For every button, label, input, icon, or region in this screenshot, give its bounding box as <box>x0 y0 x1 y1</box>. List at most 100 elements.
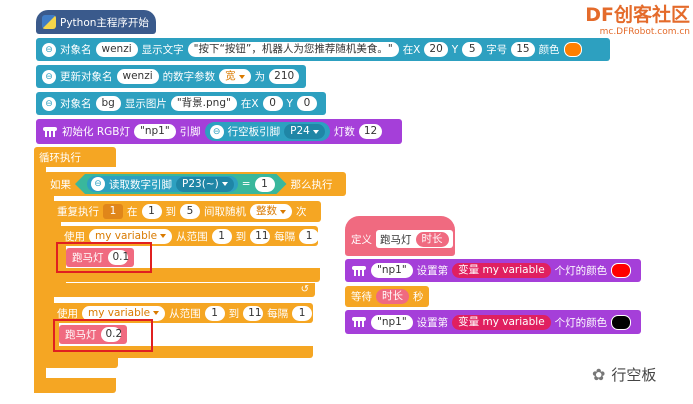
label: 字号 <box>486 44 508 56</box>
range-from-input[interactable]: 1 <box>204 305 225 321</box>
teal-circle-icon: ⊖ <box>209 124 224 139</box>
rgb-object-input[interactable]: "np1" <box>371 314 413 330</box>
label: 更新对象名 <box>60 71 113 83</box>
condition-block[interactable]: ⊖ 读取数字引脚 P23(~) = 1 <box>75 174 287 194</box>
label: 从范围 <box>176 230 208 243</box>
for-range-block-1[interactable]: 使用 my variable 从范围 1 到 11 每隔 1 <box>58 226 320 246</box>
param-pill[interactable]: 时长 <box>376 289 409 304</box>
duration-input[interactable]: 0.1 <box>107 250 129 265</box>
chevron-down-icon <box>222 182 228 186</box>
loop-block-header[interactable]: 循环执行 <box>34 147 116 167</box>
init-rgb-block[interactable]: 初始化 RGB灯 "np1" 引脚 ⊖ 行空板引脚 P24 灯数 12 <box>36 119 402 144</box>
rgb-led-icon <box>352 317 366 327</box>
label: 使用 <box>57 307 78 320</box>
highlight-box-2 <box>53 319 153 352</box>
label: 间取随机 <box>204 206 246 218</box>
loop-block-arm <box>34 165 46 393</box>
duration-input[interactable]: 0.2 <box>100 327 122 342</box>
object-name-input[interactable]: wenzi <box>116 69 159 84</box>
label: 到 <box>165 206 177 218</box>
led-count-input[interactable]: 12 <box>358 124 383 139</box>
label: 在X <box>402 44 421 56</box>
range-to-input[interactable]: 11 <box>243 305 264 321</box>
wechat-watermark: ✿ 行空板 <box>592 362 688 386</box>
label: 到 <box>228 307 240 320</box>
range-to-input[interactable]: 11 <box>250 228 271 244</box>
label: 跑马灯 <box>380 233 412 246</box>
call-marquee-block-1[interactable]: 跑马灯 0.1 <box>66 248 134 267</box>
color-swatch[interactable] <box>611 314 632 330</box>
label: 对象名 <box>60 98 92 110</box>
wait-block[interactable]: 等待 时长 秒 <box>345 286 429 307</box>
x-input[interactable]: 0 <box>262 96 283 111</box>
hat-label: Python主程序开始 <box>60 16 149 29</box>
color-swatch[interactable] <box>563 42 582 57</box>
label: 跑马灯 <box>72 252 104 264</box>
set-led-color-block-1[interactable]: "np1" 设置第 变量 my variable 个灯的颜色 <box>345 259 641 282</box>
brand-watermark: DF创客社区 mc.DFRobot.com.cn <box>572 4 690 40</box>
show-text-block[interactable]: ⊖ 对象名 wenzi 显示文字 "按下“按钮”，机器人为您推荐随机美食。" 在… <box>36 38 610 61</box>
range-from-input[interactable]: 1 <box>211 228 232 244</box>
label: 重复执行 <box>57 206 99 218</box>
variable-dropdown[interactable]: my variable <box>89 228 173 244</box>
number-type-dropdown[interactable]: 整数 <box>250 204 292 219</box>
font-size-input[interactable]: 15 <box>511 42 535 57</box>
range-step-input[interactable]: 1 <box>292 305 313 321</box>
repeat-count-input[interactable]: 1 <box>103 204 123 219</box>
label: 在 <box>127 206 138 218</box>
random-from-input[interactable]: 1 <box>141 204 162 219</box>
if-block[interactable]: 如果 ⊖ 读取数字引脚 P23(~) = 1 那么执行 <box>44 172 346 196</box>
pin-block[interactable]: ⊖ 行空板引脚 P24 <box>204 122 330 141</box>
for-range-1-arm <box>58 245 66 283</box>
rgb-object-input[interactable]: "np1" <box>371 263 413 278</box>
define-function-block[interactable]: 定义 跑马灯 时长 <box>345 216 455 256</box>
label: 设置第 <box>416 265 449 277</box>
object-name-input[interactable]: bg <box>95 96 121 111</box>
label: 每隔 <box>274 230 296 243</box>
call-marquee-block-2[interactable]: 跑马灯 0.2 <box>59 325 127 344</box>
label: 行空板引脚 <box>227 126 281 138</box>
update-param-block[interactable]: ⊖ 更新对象名 wenzi 的数字参数 宽 为 210 <box>36 65 306 88</box>
y-input[interactable]: 0 <box>296 96 317 111</box>
variable-reporter[interactable]: 变量 my variable <box>452 314 551 330</box>
teal-circle-icon: ⊖ <box>91 177 105 191</box>
label: 引脚 <box>179 126 201 138</box>
file-input[interactable]: "背景.png" <box>170 96 237 111</box>
param-pill[interactable]: 时长 <box>415 231 449 247</box>
label: 到 <box>235 230 247 243</box>
repeat-block[interactable]: 重复执行 1 在 1 到 5 间取随机 整数 次 <box>51 201 321 222</box>
label: 秒 <box>413 291 424 303</box>
chevron-down-icon <box>160 234 167 238</box>
param-dropdown[interactable]: 宽 <box>219 69 251 84</box>
brand-url: mc.DFRobot.com.cn <box>599 27 690 37</box>
x-input[interactable]: 20 <box>424 42 448 57</box>
read-pin-block[interactable]: ⊖ 读取数字引脚 P23(~) <box>87 176 238 192</box>
pin-dropdown[interactable]: P23(~) <box>176 177 234 192</box>
range-step-input[interactable]: 1 <box>299 228 320 244</box>
random-to-input[interactable]: 5 <box>180 204 200 219</box>
show-image-block[interactable]: ⊖ 对象名 bg 显示图片 "背景.png" 在X 0 Y 0 <box>36 92 326 115</box>
equals-label: = <box>241 178 251 190</box>
label: 读取数字引脚 <box>109 178 172 191</box>
python-main-start-block[interactable]: Python主程序开始 <box>36 10 156 34</box>
object-name-input[interactable]: wenzi <box>95 42 138 57</box>
variable-reporter[interactable]: 变量 my variable <box>452 263 551 278</box>
rgb-led-icon <box>352 265 366 276</box>
repeat-block-foot: ↺ <box>51 283 315 297</box>
label: 显示图片 <box>124 98 167 110</box>
for-range-2-foot <box>51 346 313 358</box>
label: 设置第 <box>416 316 449 329</box>
for-range-block-2[interactable]: 使用 my variable 从范围 1 到 11 每隔 1 <box>51 303 313 323</box>
value-input[interactable]: 210 <box>269 69 300 84</box>
set-led-color-block-2[interactable]: "np1" 设置第 变量 my variable 个灯的颜色 <box>345 310 641 334</box>
chevron-down-icon <box>238 74 245 79</box>
variable-dropdown[interactable]: my variable <box>82 305 166 321</box>
color-swatch[interactable] <box>611 263 632 278</box>
compare-value-input[interactable]: 1 <box>255 177 275 192</box>
pin-dropdown[interactable]: P24 <box>284 124 325 139</box>
label: 的数字参数 <box>162 71 216 83</box>
label: 为 <box>254 71 266 83</box>
text-input[interactable]: "按下“按钮”，机器人为您推荐随机美食。" <box>187 42 399 57</box>
y-input[interactable]: 5 <box>462 42 483 57</box>
rgb-object-input[interactable]: "np1" <box>133 124 176 139</box>
